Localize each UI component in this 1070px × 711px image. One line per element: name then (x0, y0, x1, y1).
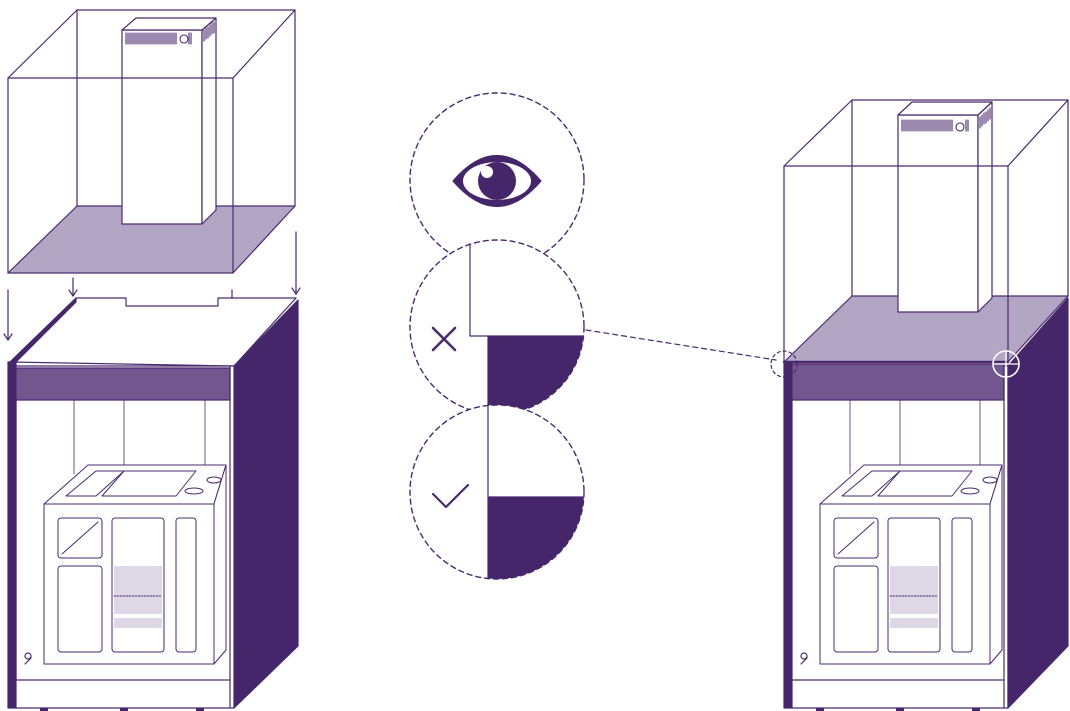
cabinet-side-panel (234, 300, 298, 708)
hood-chimney (122, 18, 216, 224)
front-band (16, 368, 230, 400)
cabinet-side-panel-right (1008, 298, 1068, 708)
callout-correct (410, 400, 610, 597)
leader-line (586, 330, 776, 360)
instrument-right (820, 465, 1002, 664)
assembled-unit (771, 100, 1068, 711)
instrument-left (44, 465, 226, 664)
hood-chimney-assembled (898, 102, 992, 312)
cabinet-left (8, 298, 298, 711)
hood-separated (8, 10, 295, 273)
